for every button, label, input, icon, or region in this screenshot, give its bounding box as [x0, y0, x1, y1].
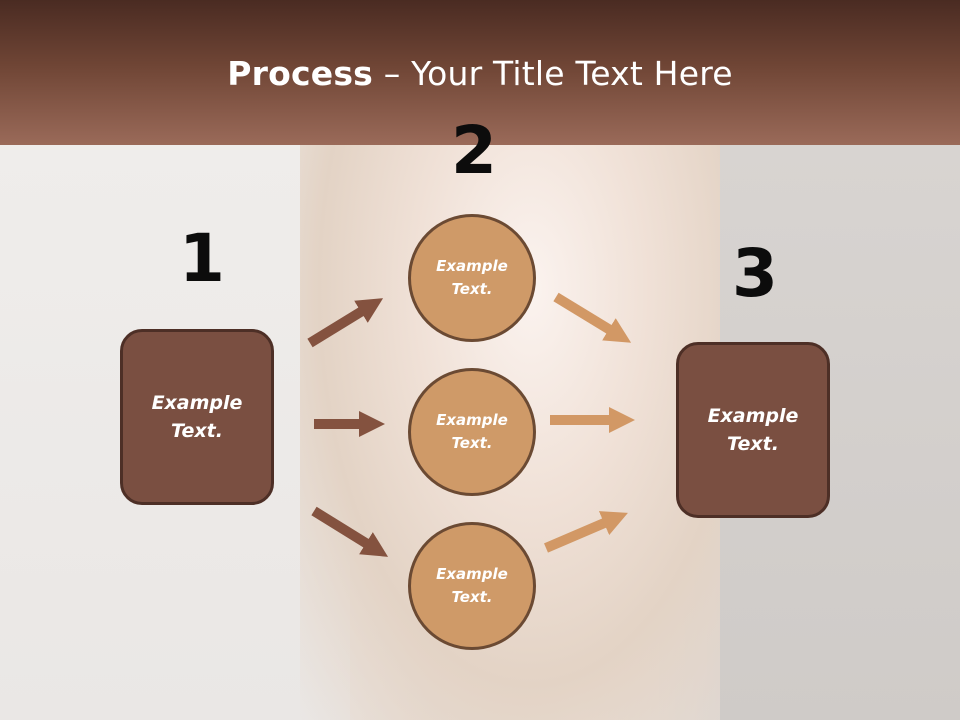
step-number-1: 1	[179, 220, 225, 297]
circle-1[interactable]: Example Text.	[408, 214, 536, 342]
step-number-3: 3	[732, 235, 778, 312]
title-bar: Process – Your Title Text Here	[0, 0, 960, 145]
circle-1-text: Example Text.	[436, 255, 508, 302]
arrow-circle-1-to-box	[553, 292, 632, 343]
left-box-line-2: Text.	[171, 420, 223, 442]
circle-3-text: Example Text.	[436, 563, 508, 610]
left-box-line-1: Example	[151, 391, 243, 414]
arrow-circle-3-to-box	[544, 511, 628, 553]
left-box[interactable]: Example Text.	[120, 329, 274, 505]
circle-2-line-1: Example	[436, 410, 508, 429]
slide-title[interactable]: Process – Your Title Text Here	[0, 54, 960, 93]
circle-2-text: Example Text.	[436, 409, 508, 456]
circle-2-line-2: Text.	[451, 434, 493, 452]
step-number-2: 2	[451, 112, 497, 189]
arrow-box-to-circle-1	[307, 298, 384, 348]
circle-3[interactable]: Example Text.	[408, 522, 536, 650]
left-box-text: Example Text.	[152, 389, 243, 446]
right-box-line-1: Example	[707, 404, 799, 427]
arrow-box-to-circle-3	[311, 506, 389, 557]
title-bold: Process	[227, 54, 374, 93]
circle-1-line-2: Text.	[451, 280, 493, 298]
title-rest: – Your Title Text Here	[373, 54, 733, 93]
right-box[interactable]: Example Text.	[676, 342, 830, 518]
circle-1-line-1: Example	[436, 256, 508, 275]
circle-2[interactable]: Example Text.	[408, 368, 536, 496]
circle-3-line-1: Example	[436, 564, 508, 583]
right-box-line-2: Text.	[727, 433, 779, 455]
circle-3-line-2: Text.	[451, 588, 493, 606]
right-box-text: Example Text.	[708, 402, 799, 459]
